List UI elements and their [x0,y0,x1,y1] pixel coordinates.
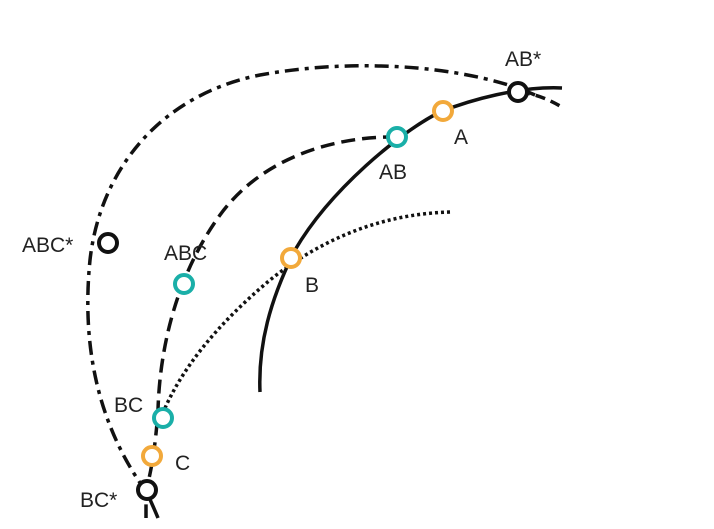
marker-ab-star [507,81,529,103]
label-bc: BC [114,394,143,417]
marker-bc [152,407,174,429]
label-ab-star: AB* [505,48,541,71]
label-ab: AB [379,161,407,184]
marker-b [280,247,302,269]
marker-abc [173,273,195,295]
marker-c [141,445,163,467]
label-abc-star: ABC* [22,234,73,257]
marker-bc-star [136,479,158,501]
label-abc: ABC [164,242,207,265]
marker-abc-star [97,232,119,254]
label-b: B [305,274,319,297]
marker-ab [386,126,408,148]
dotted-curve [158,210,451,421]
solid-curve [258,86,563,393]
marker-a [432,100,454,122]
label-a: A [454,126,468,149]
outer-dash-dot-curve [86,64,536,492]
label-bc-star: BC* [80,489,117,512]
label-c: C [175,452,190,475]
